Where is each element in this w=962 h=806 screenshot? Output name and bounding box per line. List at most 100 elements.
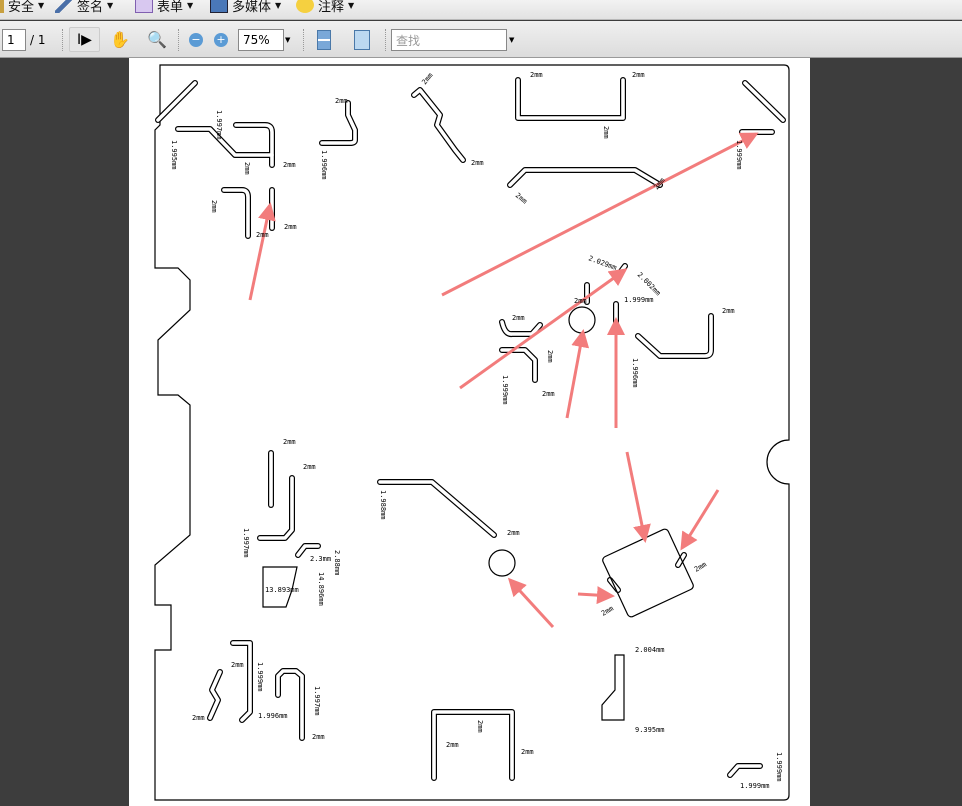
menu-forms[interactable]: 表单▼ [135,0,193,15]
wire-inner [743,81,785,122]
dimension-label: 2mm [512,314,525,322]
dimension-label: 2mm [243,162,251,175]
dimension-label: 2.004mm [635,646,665,654]
divider [385,29,386,51]
wire-inner [156,81,197,122]
dimension-label: 1.996mm [320,150,328,180]
dimension-label: 2mm [693,560,708,573]
wire-inner [176,127,274,157]
wire-outline [635,313,714,359]
dimension-label: 2.002mm [636,271,663,298]
menu-label: 签名 [77,0,104,15]
pdf-page: 1.995mm 1.997mm 2mm 2mm 2mm 1.996mm 2mm … [129,58,810,806]
fit-width-icon [317,29,331,50]
menu-multimedia[interactable]: 多媒体▼ [210,0,281,15]
dimension-label: 2mm [574,297,587,305]
zoom-level-input[interactable]: 75% [238,29,284,51]
dimension-label: 2mm [602,126,610,139]
wire-inner [231,641,252,722]
zoom-dropdown-icon[interactable]: ▼ [285,36,291,44]
chevron-down-icon: ▼ [275,0,282,10]
menu-security[interactable]: 安全▼ [0,0,44,15]
dimension-label: 1.995mm [170,140,178,170]
wire-inner [432,710,514,780]
wire-inner [636,314,713,358]
wire-inner [500,320,542,336]
shapes [262,306,694,721]
wire-outline [233,122,275,168]
menu-comments[interactable]: 注释▼ [296,0,354,15]
wire-outline [515,77,626,121]
dimension-label: 9.395mm [635,726,665,734]
form-icon [135,0,153,13]
dimension-label: 2mm [722,307,735,315]
dimension-label: 14.896mm [317,572,325,606]
dimension-label: 2mm [446,741,459,749]
minus-circle-icon: − [189,32,203,47]
toolbar: 1 / 1 I▶ ✋ 🔍 − + 75% ▼ 查找 ▼ [0,21,962,58]
wire-inner [320,101,357,145]
search-input[interactable]: 查找 [391,29,507,51]
dimension-label: 1.999mm [735,140,743,170]
search-dropdown-icon[interactable]: ▼ [509,36,515,44]
red-arrows [248,132,759,629]
wire-outline [257,475,295,541]
pen-icon [55,0,73,13]
dimension-label: 2mm [471,159,484,167]
fit-width-button[interactable] [315,27,333,52]
zoom-in-button[interactable]: + [213,27,229,52]
dimension-label: 1.996mm [258,712,288,720]
fit-page-icon [354,29,370,50]
fit-page-button[interactable] [352,27,372,52]
select-tool-button[interactable]: I▶ [69,27,100,52]
menu-label: 表单 [157,0,184,15]
wire-outline [221,187,251,239]
hand-tool-button[interactable]: ✋ [108,27,132,52]
menu-sign[interactable]: 签名▼ [55,0,113,15]
technical-drawing: 1.995mm 1.997mm 2mm 2mm 2mm 1.996mm 2mm … [154,64,790,801]
dimension-label: 2mm [476,720,484,733]
dimension-label: 2mm [192,714,205,722]
dimension-label: 13.893mm [265,586,299,594]
dimension-label: 2.88mm [333,550,341,575]
wire-shapes [155,77,786,781]
dimension-label: 1.999mm [775,752,783,782]
chevron-down-icon: ▼ [348,0,355,10]
wire-inner [516,78,625,120]
dimension-label: 1.999mm [740,782,770,790]
dimension-label: 1.997mm [242,528,250,558]
dimension-label: 1.988mm [379,490,387,520]
wire-inner [296,544,320,557]
dimension-label: 2mm [632,71,645,79]
dimension-label: 1.999mm [256,662,264,692]
zoom-out-button[interactable]: − [188,27,204,52]
dimension-label: 2mm [600,604,615,617]
wire-outline [275,668,305,741]
dimension-label: 2mm [546,350,554,363]
chevron-down-icon: ▼ [38,0,45,10]
dimension-label: 2mm [514,191,529,205]
page-number-input[interactable]: 1 [2,29,26,51]
marquee-zoom-button[interactable]: 🔍 [145,27,169,52]
dimension-label: 1.997mm [215,110,223,140]
dimension-label: 2mm [530,71,543,79]
dimension-label: 2mm [507,529,520,537]
menu-label: 注释 [318,0,345,15]
dimension-label: 1.999mm [624,296,654,304]
wire-inner [412,88,465,162]
dimension-label: 2mm [283,161,296,169]
dimension-label: 2mm [231,661,244,669]
dimension-label: 2.3mm [310,555,331,563]
wire-inner [508,168,662,187]
hand-icon: ✋ [110,30,130,49]
wire-outline [377,479,497,538]
dimension-label: 2mm [312,733,325,741]
wire-inner [258,476,294,540]
chevron-down-icon: ▼ [107,0,114,10]
dimension-label: 1.999mm [501,375,509,405]
divider [303,29,304,51]
wire-inner [728,764,762,777]
dimension-label: 2mm [283,438,296,446]
wire-outline [230,640,253,723]
dimension-label: 1.996mm [631,358,639,388]
